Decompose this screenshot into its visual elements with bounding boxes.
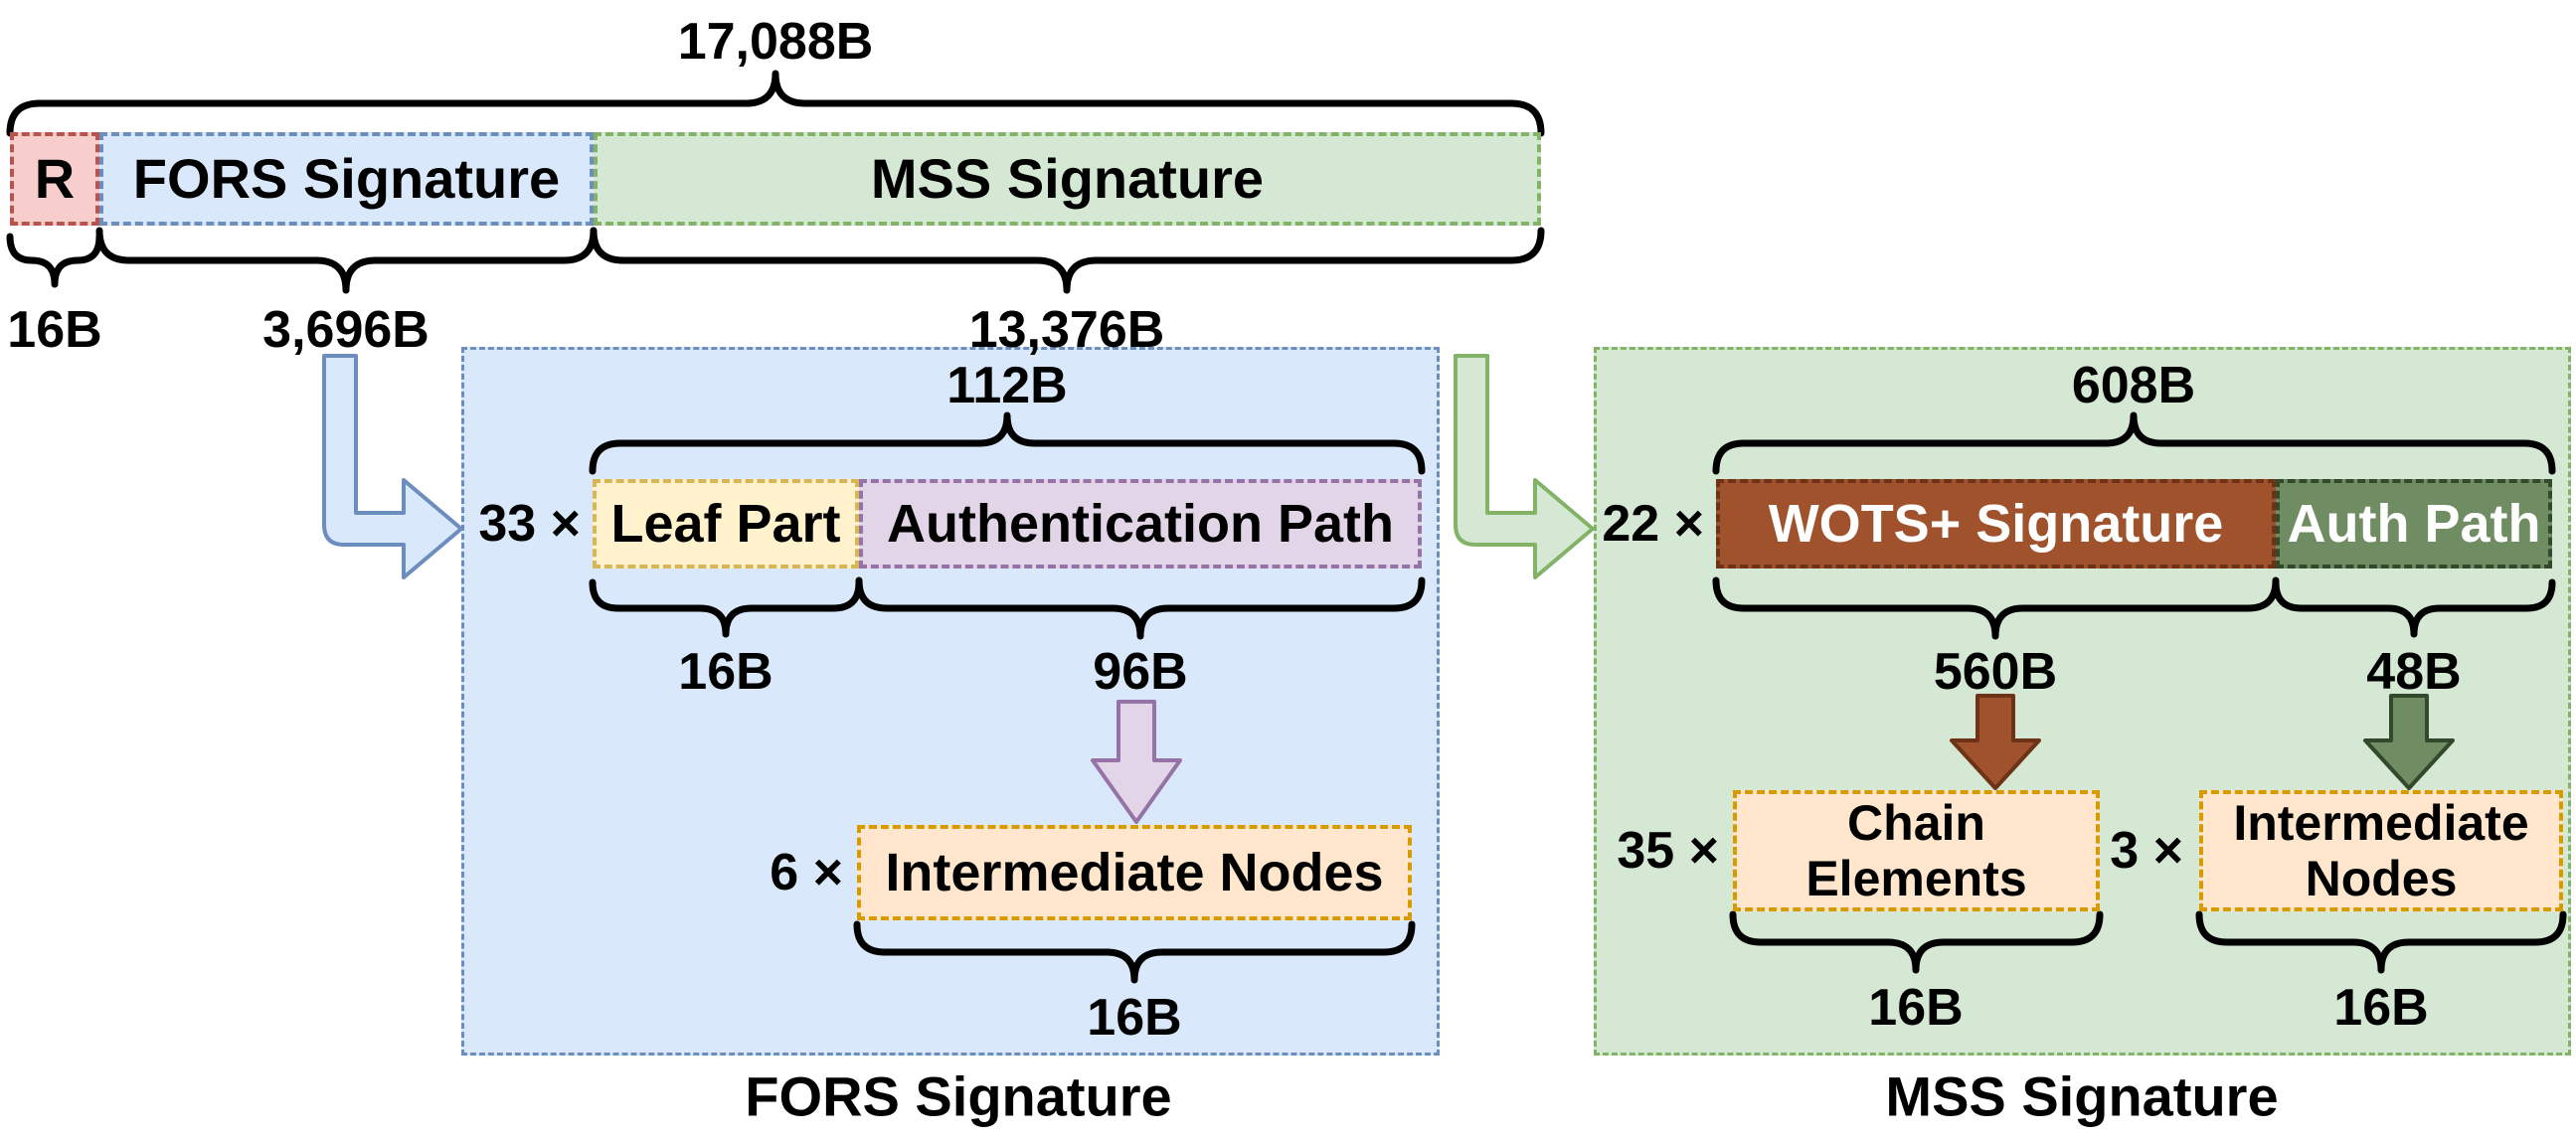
- mss-auth-path-block: Auth Path: [2276, 479, 2552, 569]
- mss-unit-brace: [1712, 411, 2556, 475]
- mss-auth-down-arrow: [2363, 694, 2455, 790]
- chain-elements-block: Chain Elements: [1733, 790, 2100, 911]
- chain-elements-line2: Elements: [1805, 851, 2027, 906]
- fors-intermediate-nodes-block: Intermediate Nodes: [857, 825, 1412, 920]
- fors-elbow-arrow: [322, 354, 463, 579]
- authentication-path-block: Authentication Path: [859, 479, 1422, 569]
- fors-size-label: 3,696B: [262, 301, 429, 359]
- authentication-path-size-label: 96B: [1093, 643, 1188, 701]
- mss-size-label: 13,376B: [968, 301, 1165, 359]
- wots-signature-block: WOTS+ Signature: [1716, 479, 2276, 569]
- mss-count-label: 22 ×: [1602, 495, 1704, 553]
- leaf-part-size-label: 16B: [678, 643, 773, 701]
- total-size-label: 17,088B: [677, 13, 874, 71]
- fors-count-label: 33 ×: [478, 495, 581, 553]
- mss-auth-size-brace: [2272, 578, 2556, 638]
- mss-caption: MSS Signature: [1885, 1064, 2279, 1128]
- fors-intermediate-count-label: 6 ×: [770, 844, 843, 901]
- mss-elbow-arrow: [1454, 354, 1595, 579]
- chain-elements-line1: Chain: [1847, 795, 1985, 851]
- leaf-size-brace: [589, 578, 863, 638]
- wots-down-arrow: [1950, 694, 2041, 790]
- r-block: R: [10, 132, 99, 226]
- fors-intermediate-size-label: 16B: [1087, 989, 1182, 1047]
- mss-intermediate-nodes-block: Intermediate Nodes: [2199, 790, 2563, 911]
- auth-path-down-arrow: [1091, 700, 1182, 824]
- r-size-label: 16B: [7, 301, 102, 359]
- wots-size-brace: [1712, 576, 2280, 640]
- mss-intermediate-size-brace: [2195, 910, 2567, 974]
- mss-size-brace: [590, 227, 1545, 294]
- mss-segment-block: MSS Signature: [594, 132, 1541, 226]
- fors-segment-block: FORS Signature: [99, 132, 594, 226]
- fors-unit-brace: [589, 411, 1426, 475]
- fors-intermediate-size-brace: [853, 920, 1416, 984]
- leaf-part-block: Leaf Part: [593, 479, 859, 569]
- wots-size-label: 560B: [1933, 643, 2058, 701]
- mss-intermediate-line1: Intermediate: [2233, 795, 2529, 851]
- fors-signature-container: [461, 347, 1440, 1056]
- chain-elements-count-label: 35 ×: [1617, 822, 1719, 880]
- mss-unit-size-label: 608B: [2071, 357, 2196, 414]
- fors-size-brace: [95, 227, 598, 294]
- fors-unit-size-label: 112B: [946, 357, 1068, 414]
- mss-intermediate-line2: Nodes: [2305, 851, 2458, 906]
- auth-path-size-brace: [855, 576, 1426, 640]
- r-size-brace: [6, 233, 103, 288]
- mss-intermediate-count-label: 3 ×: [2110, 822, 2183, 880]
- chain-elements-size-label: 16B: [1868, 979, 1964, 1037]
- fors-caption: FORS Signature: [745, 1064, 1172, 1128]
- mss-auth-size-label: 48B: [2366, 643, 2462, 701]
- total-brace: [6, 70, 1545, 137]
- chain-size-brace: [1729, 910, 2104, 974]
- mss-intermediate-size-label: 16B: [2333, 979, 2429, 1037]
